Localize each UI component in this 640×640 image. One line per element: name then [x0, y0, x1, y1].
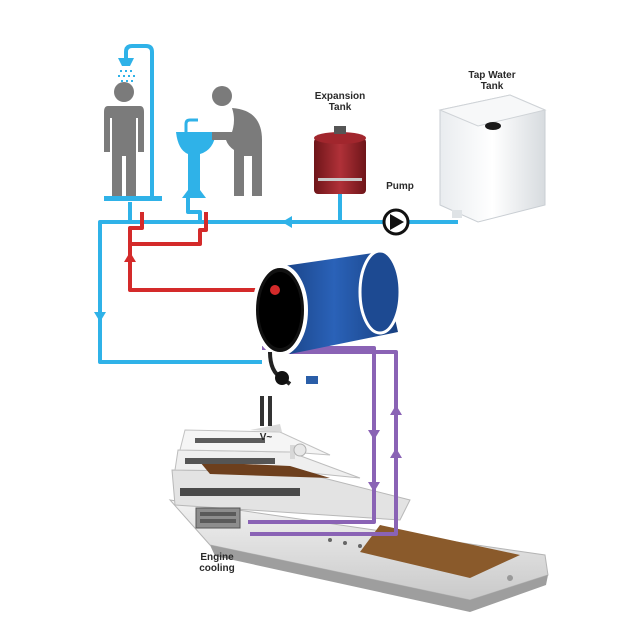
person-washing-icon [212, 86, 262, 196]
flow-arrow-engine-up-2 [390, 448, 402, 458]
tap-water-tank-label: Tap Water Tank [460, 70, 524, 92]
expansion-tank-label: Expansion Tank [312, 91, 368, 113]
power-cable-icon [260, 396, 272, 426]
engine-cooling-label-line1: Engine [200, 552, 234, 563]
tap-water-tank [438, 94, 547, 223]
flow-arrow-hot [124, 252, 136, 262]
pump-icon [382, 208, 410, 236]
cold-water-pipes [98, 190, 458, 364]
flow-arrow-cold [282, 216, 292, 228]
engine-cooling-label: Engine cooling [190, 552, 244, 574]
pump-label: Pump [386, 181, 414, 192]
flow-arrow-engine-down-2 [368, 482, 380, 492]
sink-icon [176, 118, 216, 198]
expansion-tank [314, 126, 366, 194]
flow-arrow-engine-down [368, 430, 380, 440]
flow-arrow-engine-up [390, 405, 402, 415]
engine-cooling-label-line2: cooling [199, 563, 235, 574]
tap-water-tank-label-line2: Tank [480, 81, 504, 92]
water-heater [252, 249, 402, 386]
person-showering-icon [104, 82, 144, 196]
yacht-illustration [168, 424, 549, 612]
shower-icon [104, 44, 162, 201]
flow-arrow-cold-down [94, 312, 106, 322]
hot-water-pipes [128, 212, 258, 292]
voltage-label: V~ [259, 432, 273, 443]
tap-water-tank-label-line1: Tap Water [468, 70, 516, 81]
expansion-tank-label-line1: Expansion [314, 91, 366, 102]
expansion-tank-label-line2: Tank [328, 102, 352, 113]
